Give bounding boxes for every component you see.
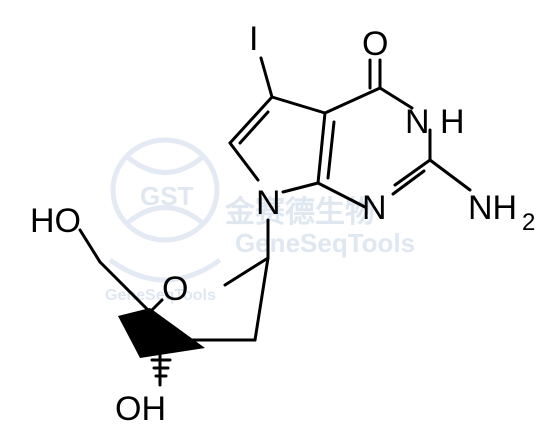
atom-hydroxymethyl-oh: HO: [30, 202, 81, 240]
watermark-helix-logo: [108, 137, 222, 283]
atom-n3-hydrogen: H: [440, 103, 465, 141]
hashed-bond: [150, 358, 172, 378]
atom-labels: I O N H N N NH 2 O HO OH: [30, 20, 535, 428]
watermark-logo-text: GST: [140, 181, 194, 211]
bonds: [78, 56, 472, 387]
atom-n1: N: [362, 189, 387, 227]
stereo-bonds: [118, 308, 205, 378]
watermark: GST 金赛德生物 GeneSeqTools GeneSeqTools: [105, 137, 415, 304]
atom-n7: N: [256, 184, 281, 222]
watermark-brand: GeneSeqTools: [235, 228, 415, 258]
atom-iodine: I: [249, 20, 258, 58]
atom-ring-oxygen: O: [162, 270, 188, 308]
atom-carbonyl-oxygen: O: [362, 25, 388, 63]
wedge-bond-front: [118, 308, 205, 358]
atom-3-hydroxyl: OH: [115, 390, 166, 428]
atom-amino-n: NH: [468, 189, 517, 227]
watermark-brand-faint: GeneSeqTools: [105, 287, 216, 304]
atom-n3: N: [405, 103, 430, 141]
atom-amino-subscript: 2: [522, 209, 535, 236]
